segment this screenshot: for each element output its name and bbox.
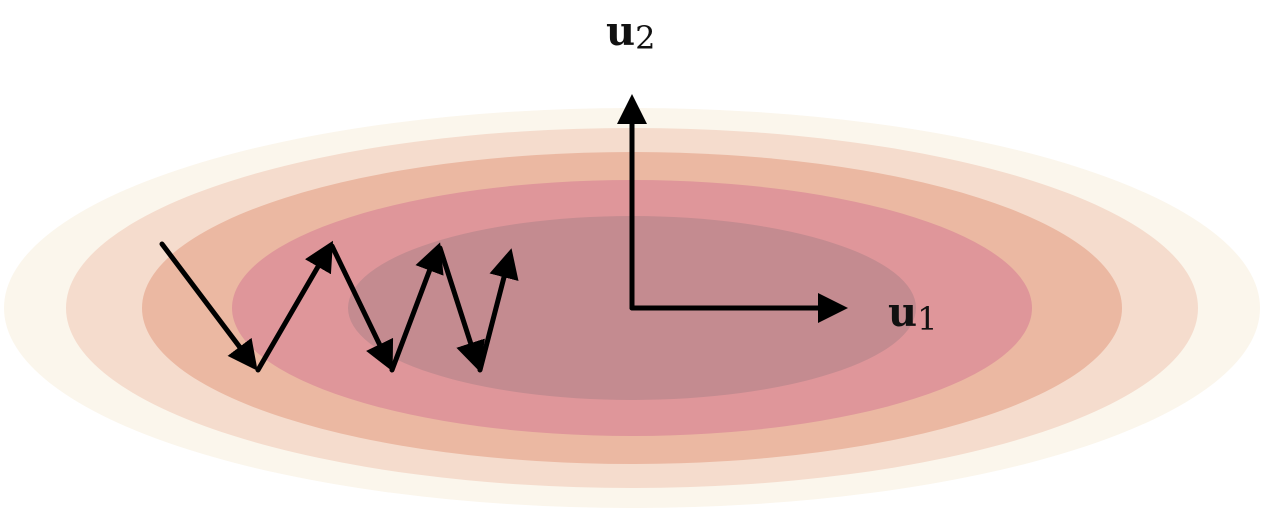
zigzag-step-1 <box>159 241 258 371</box>
zigzag-step-4 <box>389 242 444 373</box>
zigzag-step-5 <box>437 245 485 372</box>
u2-axis-label: u2 <box>606 8 655 57</box>
zigzag-path <box>159 240 519 373</box>
principal-axes <box>617 94 848 323</box>
zigzag-step-2 <box>255 240 334 373</box>
u2-label-sub: 2 <box>635 19 655 57</box>
u1-label-sub: 1 <box>917 300 937 338</box>
u1-axis-label: u1 <box>888 289 937 338</box>
u2-label-base: u <box>606 8 635 55</box>
zigzag-step-6 <box>477 248 519 373</box>
u1-label-base: u <box>888 289 917 336</box>
zigzag-step-3 <box>329 243 394 372</box>
